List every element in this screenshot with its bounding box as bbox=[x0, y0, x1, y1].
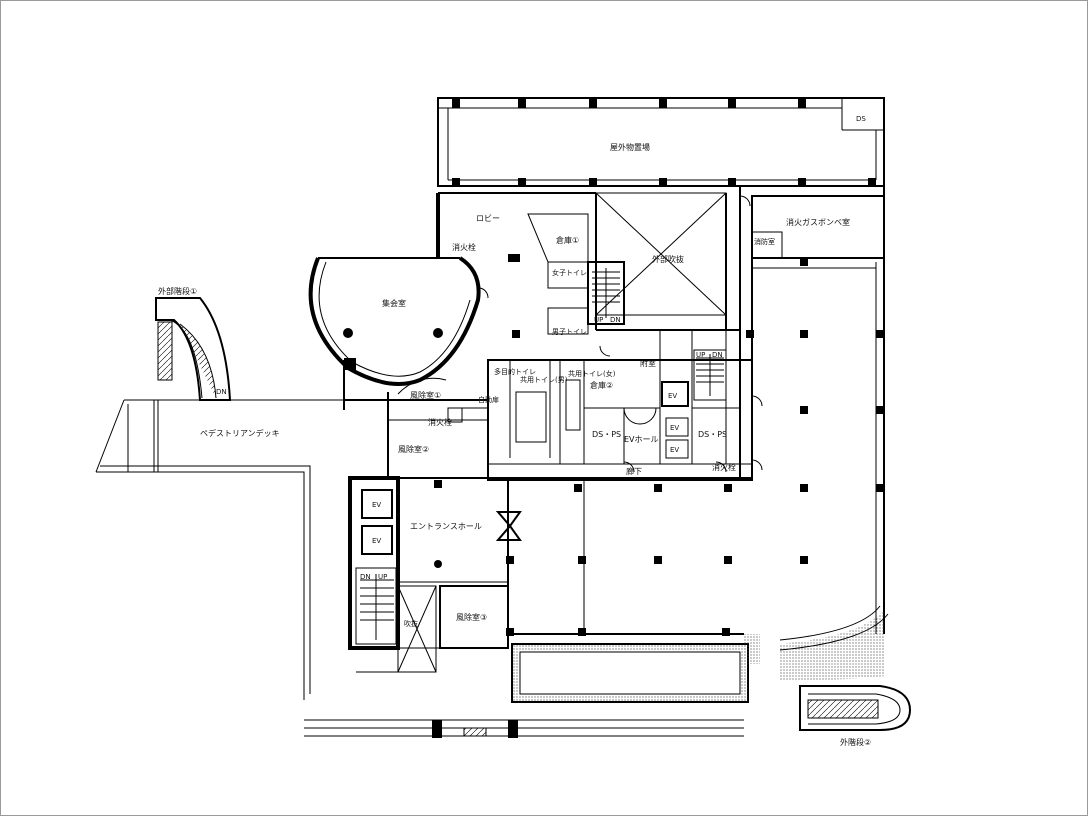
label-fire-gas-room: 消火ガスボンベ室 bbox=[786, 217, 850, 227]
labels: 屋外物置場 DS ロビー 倉庫① 外部吹抜 消火ガスボンベ室 消防室 消火栓 集… bbox=[158, 115, 871, 747]
label-warehouse-2: 倉庫② bbox=[590, 380, 613, 390]
label-auto-door: 自動扉 bbox=[478, 395, 499, 404]
label-windbreak-1: 風除室① bbox=[410, 390, 441, 400]
label-external-stair-2: 外階段② bbox=[840, 737, 871, 747]
label-external-stair-1: 外部階段① bbox=[158, 286, 197, 296]
label-assembly-hall: 集会室 bbox=[382, 298, 406, 308]
label-pump-room: 消防室 bbox=[754, 237, 775, 246]
label-common-wc-f: 共用トイレ(女) bbox=[568, 369, 616, 378]
door-swings bbox=[397, 195, 763, 473]
label-dn-1: DN bbox=[610, 316, 621, 324]
label-warehouse-1: 倉庫① bbox=[556, 235, 579, 245]
label-void: 吹抜 bbox=[404, 619, 418, 628]
label-corridor: 廊下 bbox=[626, 466, 642, 476]
label-dn-4: DN bbox=[216, 388, 227, 396]
label-lobby: ロビー bbox=[476, 214, 500, 223]
outdoor-storage-area bbox=[437, 97, 885, 187]
label-multi-wc: 多目的トイレ bbox=[494, 367, 536, 376]
label-up-1: UP bbox=[594, 316, 603, 324]
entrance-area bbox=[95, 360, 752, 738]
label-common-wc-m: 共用トイレ(男) bbox=[520, 375, 568, 384]
label-ev-5: EV bbox=[670, 446, 679, 454]
label-dn-3: DN bbox=[360, 573, 371, 581]
label-pedestrian-deck: ペデストリアンデッキ bbox=[200, 428, 280, 438]
label-windbreak-2: 風除室② bbox=[398, 444, 429, 454]
label-ev-3: EV bbox=[668, 392, 677, 400]
planter bbox=[511, 605, 889, 703]
label-ev-4: EV bbox=[670, 424, 679, 432]
label-outdoor-storage: 屋外物置場 bbox=[610, 142, 650, 152]
label-hydrant-3: 消火栓 bbox=[712, 462, 736, 472]
label-ev-hall: EVホール bbox=[624, 435, 659, 444]
label-external-void: 外部吹抜 bbox=[652, 254, 684, 264]
label-ev-2: EV bbox=[372, 537, 381, 545]
label-hydrant-2: 消火栓 bbox=[428, 417, 452, 427]
label-ds-ps-1: DS・PS bbox=[592, 430, 621, 439]
label-entrance-hall: エントランスホール bbox=[410, 522, 482, 531]
label-mens-wc: 男子トイレ bbox=[552, 328, 587, 336]
building-walls bbox=[436, 186, 885, 634]
label-ds-ps-2: DS・PS bbox=[698, 430, 727, 439]
label-ds-top: DS bbox=[856, 115, 866, 123]
external-stair-2 bbox=[799, 685, 912, 731]
label-ev-1: EV bbox=[372, 501, 381, 509]
external-stair-1 bbox=[155, 297, 232, 401]
label-up-2: UP bbox=[696, 351, 705, 359]
label-womens-wc: 女子トイレ bbox=[552, 268, 587, 277]
label-dn-2: DN bbox=[712, 351, 723, 359]
label-annex: 附室 bbox=[640, 358, 656, 368]
label-up-3: UP bbox=[378, 573, 387, 581]
label-hydrant-1: 消火栓 bbox=[452, 242, 476, 252]
columns bbox=[506, 254, 884, 636]
label-windbreak-3: 風除室③ bbox=[456, 612, 487, 622]
